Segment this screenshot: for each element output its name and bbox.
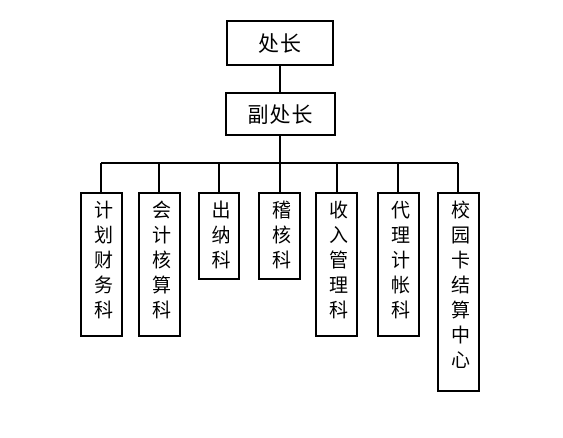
dept-box-agency-bookkeeping: 代理计帐科 xyxy=(377,192,420,337)
dept-label: 收入管理科 xyxy=(326,200,348,325)
dept-label: 计划财务科 xyxy=(91,200,113,325)
dept-label: 稽核科 xyxy=(269,200,291,275)
dept-box-campus-card-center: 校园卡结算中心 xyxy=(437,192,480,392)
dept-label: 会计核算科 xyxy=(149,200,171,325)
head-label: 处长 xyxy=(258,32,302,56)
deputy-box: 副处长 xyxy=(225,92,336,136)
dept-box-accounting: 会计核算科 xyxy=(138,192,181,337)
head-box: 处长 xyxy=(226,20,334,66)
dept-label: 代理计帐科 xyxy=(388,200,410,325)
dept-box-revenue-management: 收入管理科 xyxy=(315,192,358,337)
deputy-label: 副处长 xyxy=(247,103,314,127)
dept-label: 出纳科 xyxy=(208,200,231,275)
dept-label: 校园卡结算中心 xyxy=(448,200,470,375)
dept-box-cashier: 出纳科 xyxy=(198,192,240,280)
dept-box-planning-finance: 计划财务科 xyxy=(80,192,123,337)
dept-box-audit: 稽核科 xyxy=(258,192,301,280)
